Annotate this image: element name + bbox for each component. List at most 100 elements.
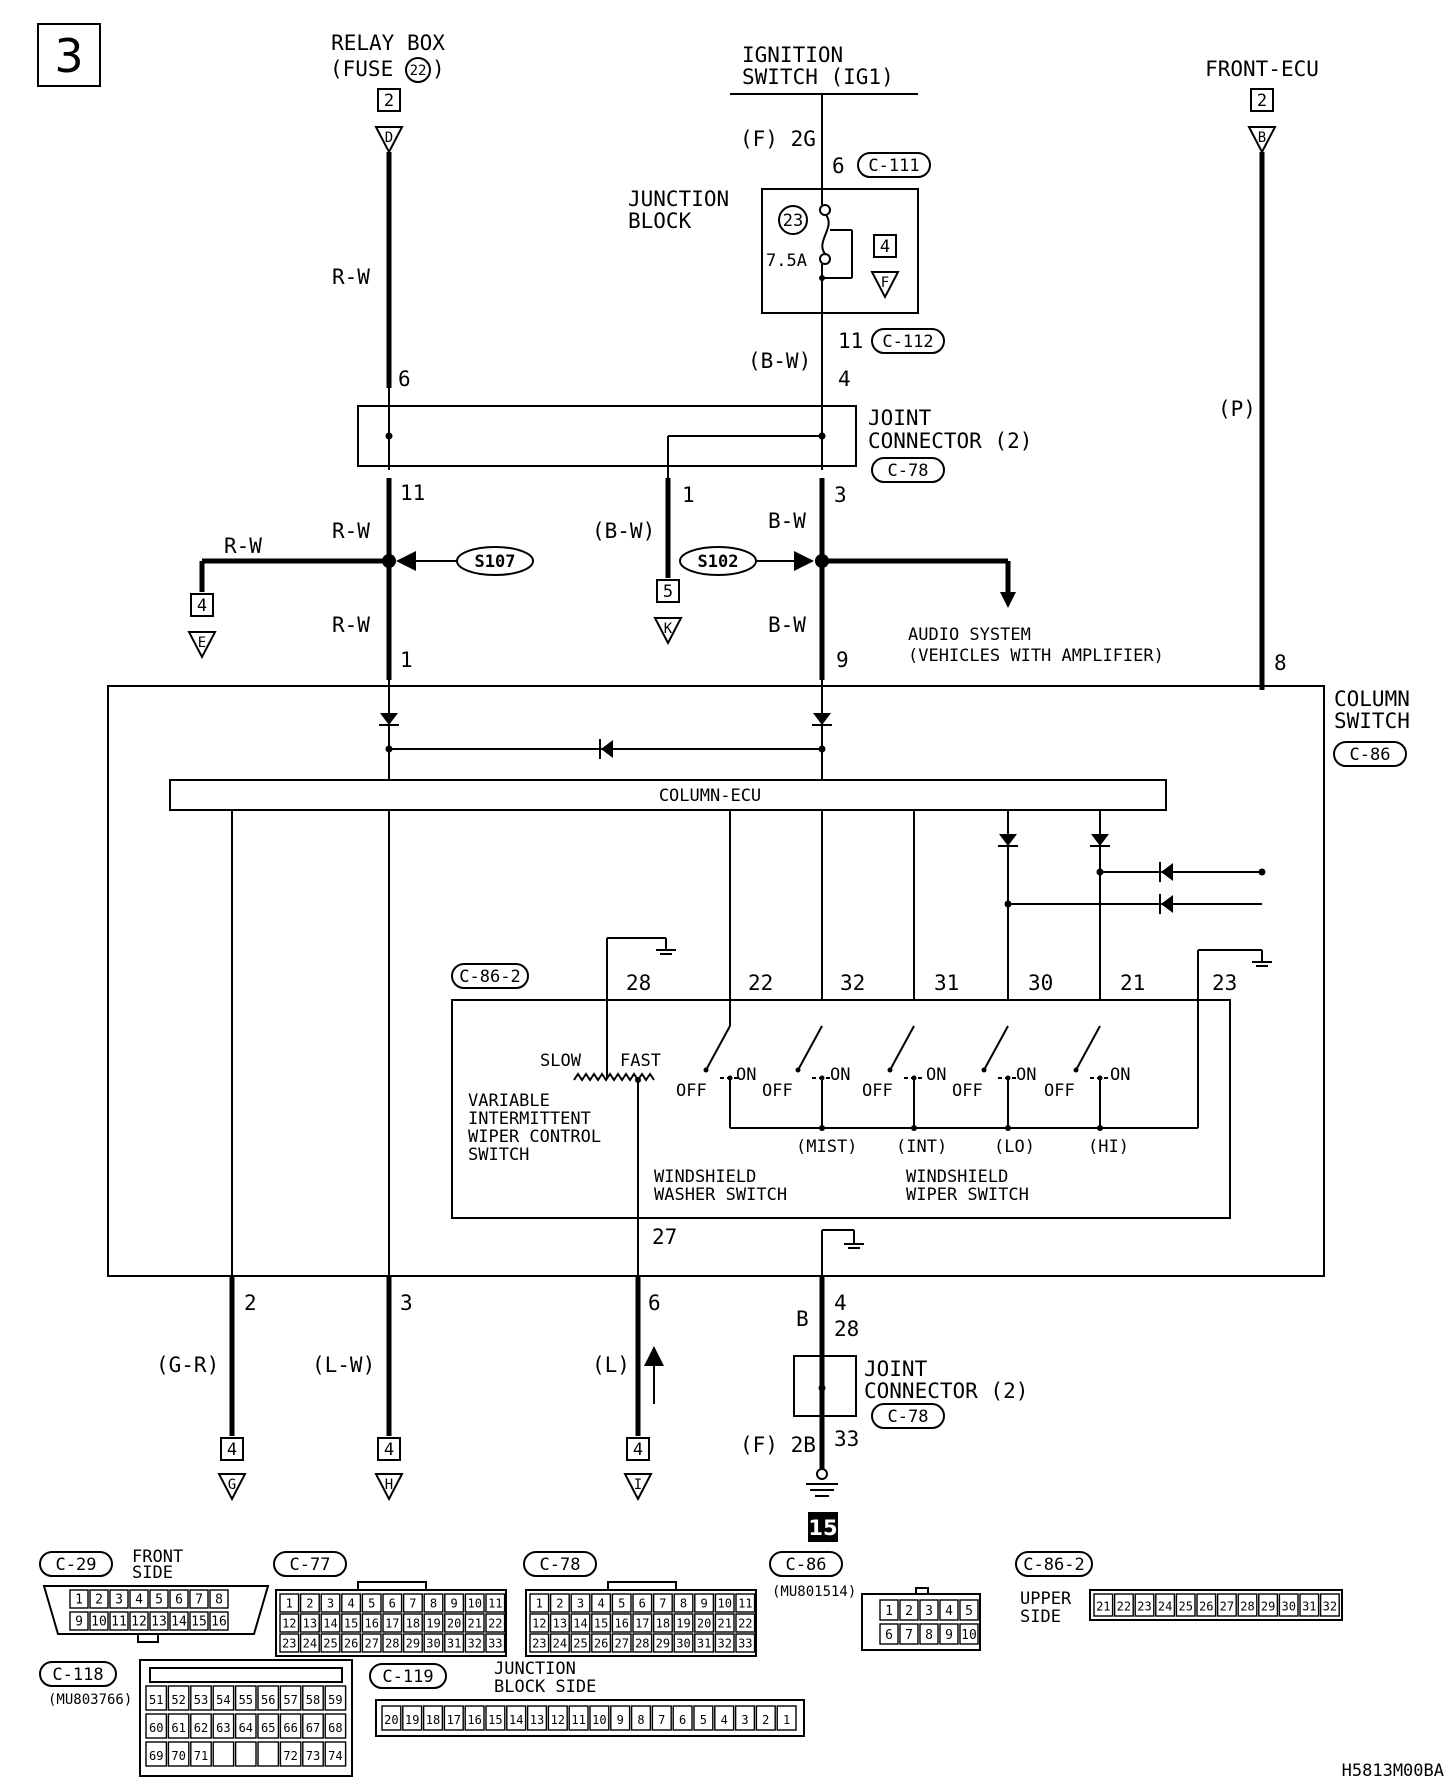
- c86-label: C-86: [786, 1555, 827, 1575]
- connector-cavity: [464, 1613, 485, 1633]
- connector-cavity: [423, 1633, 444, 1653]
- connector-pin-number: 16: [467, 1713, 481, 1727]
- connector-cavity: [444, 1593, 465, 1613]
- connector-cavity: [361, 1633, 382, 1653]
- front-ecu-conn-letter: B: [1258, 130, 1266, 146]
- connector-cavity: [464, 1593, 485, 1613]
- connector-cavity: [299, 1613, 320, 1633]
- front-ecu-pin: 8: [1274, 651, 1287, 675]
- connector-cavity: [611, 1593, 632, 1613]
- connector-pin-number: 14: [171, 1615, 187, 1630]
- connector-pin-number: 21: [717, 1617, 731, 1631]
- connector-cavity: [464, 1705, 485, 1731]
- junction-block-label: JUNCTION: [628, 187, 729, 211]
- connector-pin-number: 12: [282, 1617, 296, 1631]
- c119-side2: BLOCK SIDE: [494, 1677, 596, 1697]
- connector-cavity: [212, 1685, 235, 1711]
- connector-pin-number: 2: [95, 1593, 103, 1608]
- connector-cavity: [382, 1593, 403, 1613]
- connector-cavity: [382, 1633, 403, 1653]
- joint-top-pin-left-out: 11: [400, 481, 425, 505]
- connector-cavity: [899, 1623, 919, 1645]
- connector-cavity: [189, 1589, 209, 1609]
- diagram-code: H5813M00BA: [1342, 1761, 1444, 1781]
- connector-cavity: [299, 1633, 320, 1653]
- connector-pin-number: 6: [639, 1597, 646, 1611]
- connector-pin-number: 28: [635, 1637, 649, 1651]
- ignition-wire: (F) 2G: [740, 127, 816, 151]
- connector-pin-number: 62: [194, 1721, 208, 1735]
- connector-cavity: [1175, 1593, 1196, 1617]
- connector-pin-number: 28: [385, 1637, 399, 1651]
- connector-cavity: [382, 1613, 403, 1633]
- connector-pin-number: 15: [344, 1617, 358, 1631]
- connector-cavity: [69, 1611, 89, 1631]
- relay-box-conn-letter: D: [385, 130, 393, 146]
- connector-cavity: [734, 1705, 756, 1731]
- mid-branch-wire: (B-W): [592, 519, 655, 543]
- connector-pin-number: 31: [447, 1637, 461, 1651]
- connector-pin-number: 25: [573, 1637, 587, 1651]
- connector-cavity: [279, 1593, 300, 1613]
- connector-cavity: [485, 1593, 506, 1613]
- connector-cavity: [234, 1685, 257, 1711]
- connector-pin-number: 60: [149, 1721, 163, 1735]
- ignition-switch: IGNITION SWITCH (IG1) (F) 2G 6 C-111: [730, 43, 931, 178]
- connector-cavity: [591, 1633, 612, 1653]
- c86-2-label: C-86-2: [1023, 1555, 1084, 1575]
- c78-label: C-78: [540, 1555, 581, 1575]
- connector-cavity: [279, 1613, 300, 1633]
- connector-cavity: [735, 1613, 756, 1633]
- connector-pin-number: 5: [965, 1604, 973, 1619]
- connector-cavity: [714, 1613, 735, 1633]
- connector-pin-number: 1: [885, 1604, 893, 1619]
- lo-label: (LO): [994, 1137, 1035, 1157]
- connector-pin-number: 9: [75, 1615, 83, 1630]
- switch3-on: ON: [926, 1065, 946, 1085]
- connector-cavity: [423, 1613, 444, 1633]
- connector-pin-number: 8: [925, 1628, 933, 1643]
- variable-switch-line2: INTERMITTENT: [468, 1109, 591, 1129]
- connector-pin-number: 2: [306, 1597, 313, 1611]
- bw-wire-label-upper: B-W: [768, 509, 806, 533]
- connector-cavity: [361, 1593, 382, 1613]
- c86-2-pin-21: 21: [1120, 971, 1145, 995]
- connector-cavity: [611, 1613, 632, 1633]
- connector-pin-number: 18: [656, 1617, 670, 1631]
- connector-cavity: [129, 1589, 149, 1609]
- connector-cavity: [589, 1705, 610, 1731]
- connector-cavity: [652, 1633, 673, 1653]
- connector-pin-number: 29: [656, 1637, 670, 1651]
- joint-top-pin-right-out: 3: [834, 483, 847, 507]
- connector-cavity: [549, 1633, 570, 1653]
- connector-cavity: [570, 1593, 591, 1613]
- connector-pin-number: 5: [368, 1597, 375, 1611]
- ignition-conn: C-111: [868, 156, 919, 176]
- connector-pin-number: 27: [364, 1637, 378, 1651]
- connector-pin-number: 17: [447, 1713, 461, 1727]
- junction-pin-out: 11: [838, 329, 863, 353]
- connector-cavity: [570, 1633, 591, 1653]
- connector-cavity: [209, 1589, 229, 1609]
- connector-pin-number: 12: [551, 1713, 565, 1727]
- relay-box-fuse-close: ): [432, 57, 445, 81]
- connector-pin-number: 19: [676, 1617, 690, 1631]
- connector-cavity: [630, 1705, 652, 1731]
- connector-cavity: [1134, 1593, 1155, 1617]
- c118-part: (MU803766): [48, 1692, 132, 1708]
- connector-pin-number: 2: [556, 1597, 563, 1611]
- connector-cavity: [652, 1593, 673, 1613]
- switch5-on: ON: [1110, 1065, 1130, 1085]
- connector-cavity: [341, 1633, 362, 1653]
- switch2-on: ON: [830, 1065, 850, 1085]
- connector-cavity: [672, 1705, 693, 1731]
- connector-cavity: [190, 1685, 212, 1711]
- connector-cavity: [190, 1741, 212, 1767]
- connector-cavity: [735, 1593, 756, 1613]
- connector-pin-number: 12: [532, 1617, 546, 1631]
- connector-pin-number: 32: [1323, 1600, 1337, 1614]
- connector-pin-number: 7: [409, 1597, 416, 1611]
